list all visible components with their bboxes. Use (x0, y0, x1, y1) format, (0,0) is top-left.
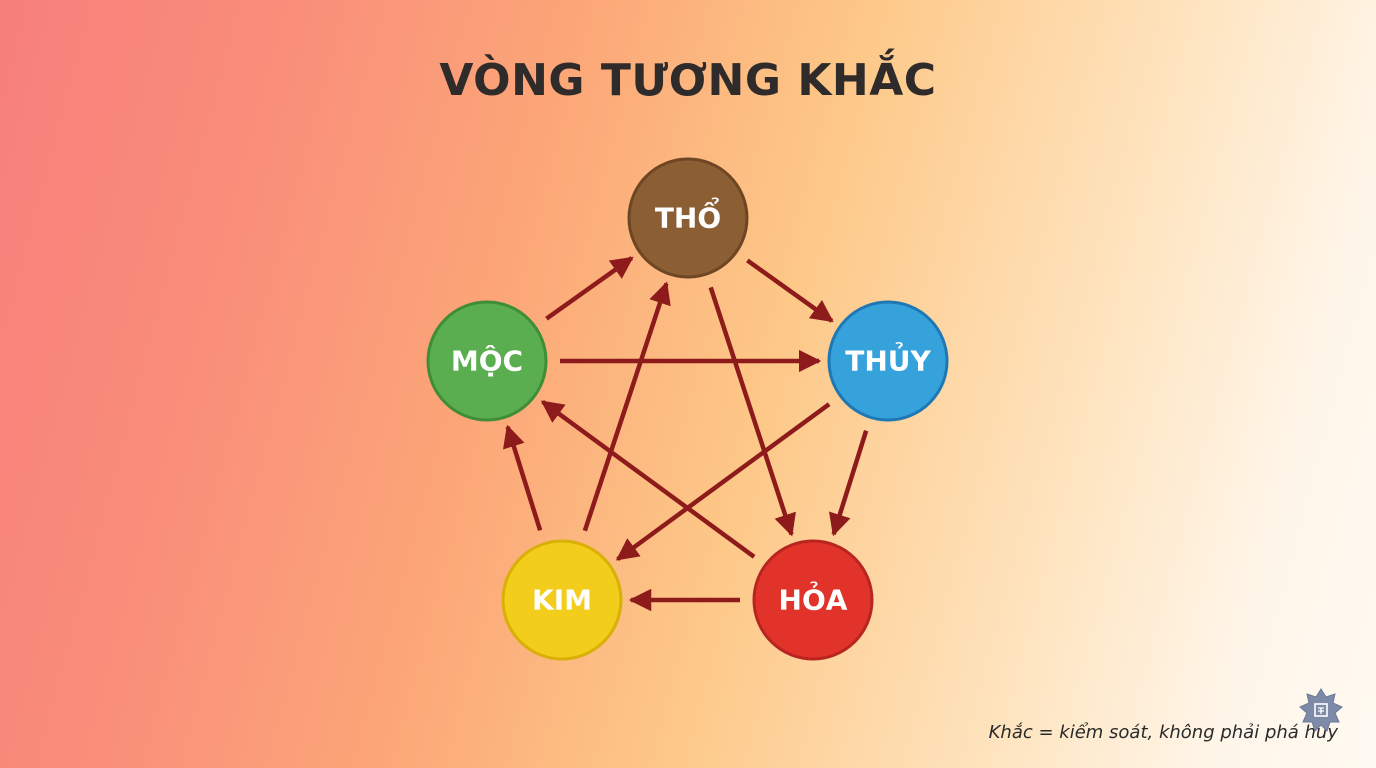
arrow-kim-to-moc (502, 424, 543, 532)
node-circle-thuy (827, 300, 949, 422)
arrow-kim-to-tho (582, 281, 671, 532)
arrow-moc-to-tho (545, 256, 634, 321)
node-circle-tho (627, 157, 749, 279)
nodes-layer: THỔ THỦY HỎA KIM MỘC (426, 157, 949, 661)
node-label-hoa: HỎA (779, 579, 848, 617)
arrow-thuy-to-kim (615, 402, 831, 562)
node-label-thuy: THỦY (845, 340, 931, 378)
node-label-moc: MỘC (451, 344, 523, 378)
node-moc: MỘC (426, 300, 548, 422)
star-badge-icon (1299, 688, 1343, 732)
node-tho: THỔ (627, 157, 749, 279)
caption: Khắc = kiểm soát, không phải phá hủy (988, 722, 1338, 743)
arrow-thuy-to-hoa (828, 429, 869, 537)
node-label-kim: KIM (532, 584, 592, 617)
node-thuy: THỦY (827, 300, 949, 422)
arrows-layer (502, 256, 869, 612)
node-circle-moc (426, 300, 548, 422)
arrow-hoa-to-moc (540, 399, 756, 559)
node-circle-hoa (752, 539, 874, 661)
node-circle-kim (501, 539, 623, 661)
arrow-tho-to-hoa (708, 286, 796, 537)
arrow-tho-to-thuy (746, 258, 834, 323)
node-hoa: HỎA (752, 539, 874, 661)
node-kim: KIM (501, 539, 623, 661)
node-label-tho: THỔ (655, 195, 721, 235)
page-title: VÒNG TƯƠNG KHẮC (439, 55, 937, 106)
